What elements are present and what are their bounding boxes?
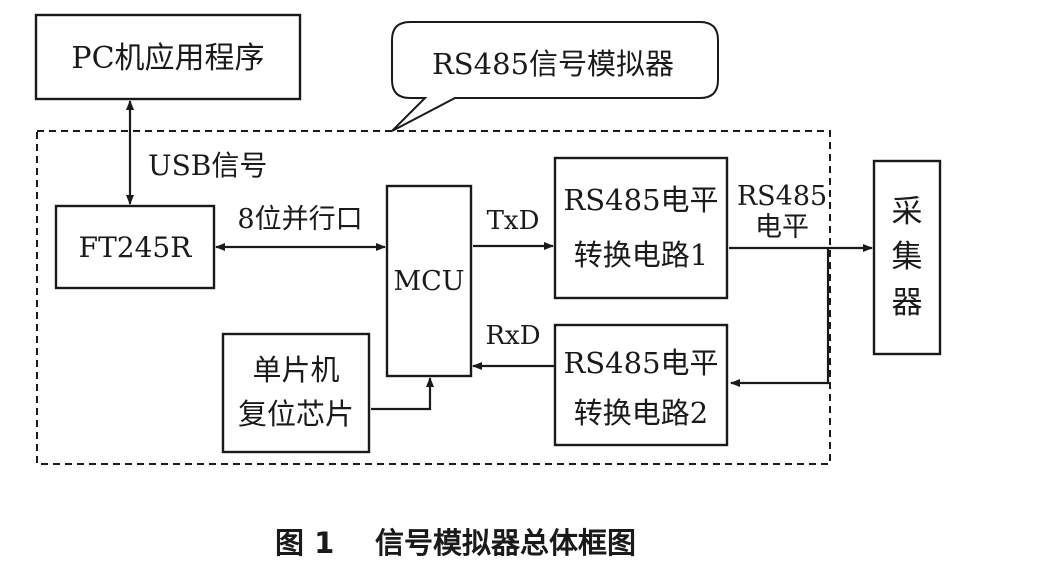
collector-char-2: 集 xyxy=(892,239,923,275)
rxd-label: RxD xyxy=(485,321,540,351)
rs485-loopback-arrow xyxy=(730,248,830,387)
txd-label: TxD xyxy=(487,206,540,236)
callout-text: RS485信号模拟器 xyxy=(432,47,674,81)
reset-chip-label-line2: 复位芯片 xyxy=(238,397,354,431)
simulator-boundary xyxy=(36,130,831,465)
collector-char-3: 器 xyxy=(892,285,923,321)
rs485-level-label-line2: 电平 xyxy=(755,212,809,243)
pc-app-label: PC机应用程序 xyxy=(71,41,264,76)
collector-char-1: 采 xyxy=(892,194,923,230)
parallel-port-label: 8位并行口 xyxy=(237,204,362,235)
mcu-label: MCU xyxy=(393,266,464,297)
converter1-box xyxy=(553,156,729,300)
converter2-label-line1: RS485电平 xyxy=(563,346,718,380)
ft245r-box xyxy=(54,204,216,290)
ft245r-label: FT245R xyxy=(79,231,193,264)
reset-chip-box xyxy=(221,332,371,454)
rs485-level-label-line1: RS485 xyxy=(737,181,827,212)
reset-chip-label-line1: 单片机 xyxy=(252,353,339,387)
reset-to-mcu-arrow xyxy=(371,377,434,411)
simulator-callout: RS485信号模拟器 xyxy=(391,21,719,132)
converter1-label-line1: RS485电平 xyxy=(563,183,718,217)
figure-number: 图 1 xyxy=(275,526,334,560)
pc-app-box xyxy=(34,13,302,101)
converter1-label-line2: 转换电路1 xyxy=(574,238,708,272)
converter2-label-line2: 转换电路2 xyxy=(574,396,708,430)
figure-title: 信号模拟器总体框图 xyxy=(375,526,636,560)
usb-signal-label: USB信号 xyxy=(148,149,267,182)
collector-box xyxy=(872,159,942,356)
converter2-box xyxy=(553,323,729,447)
mcu-box xyxy=(385,184,473,378)
